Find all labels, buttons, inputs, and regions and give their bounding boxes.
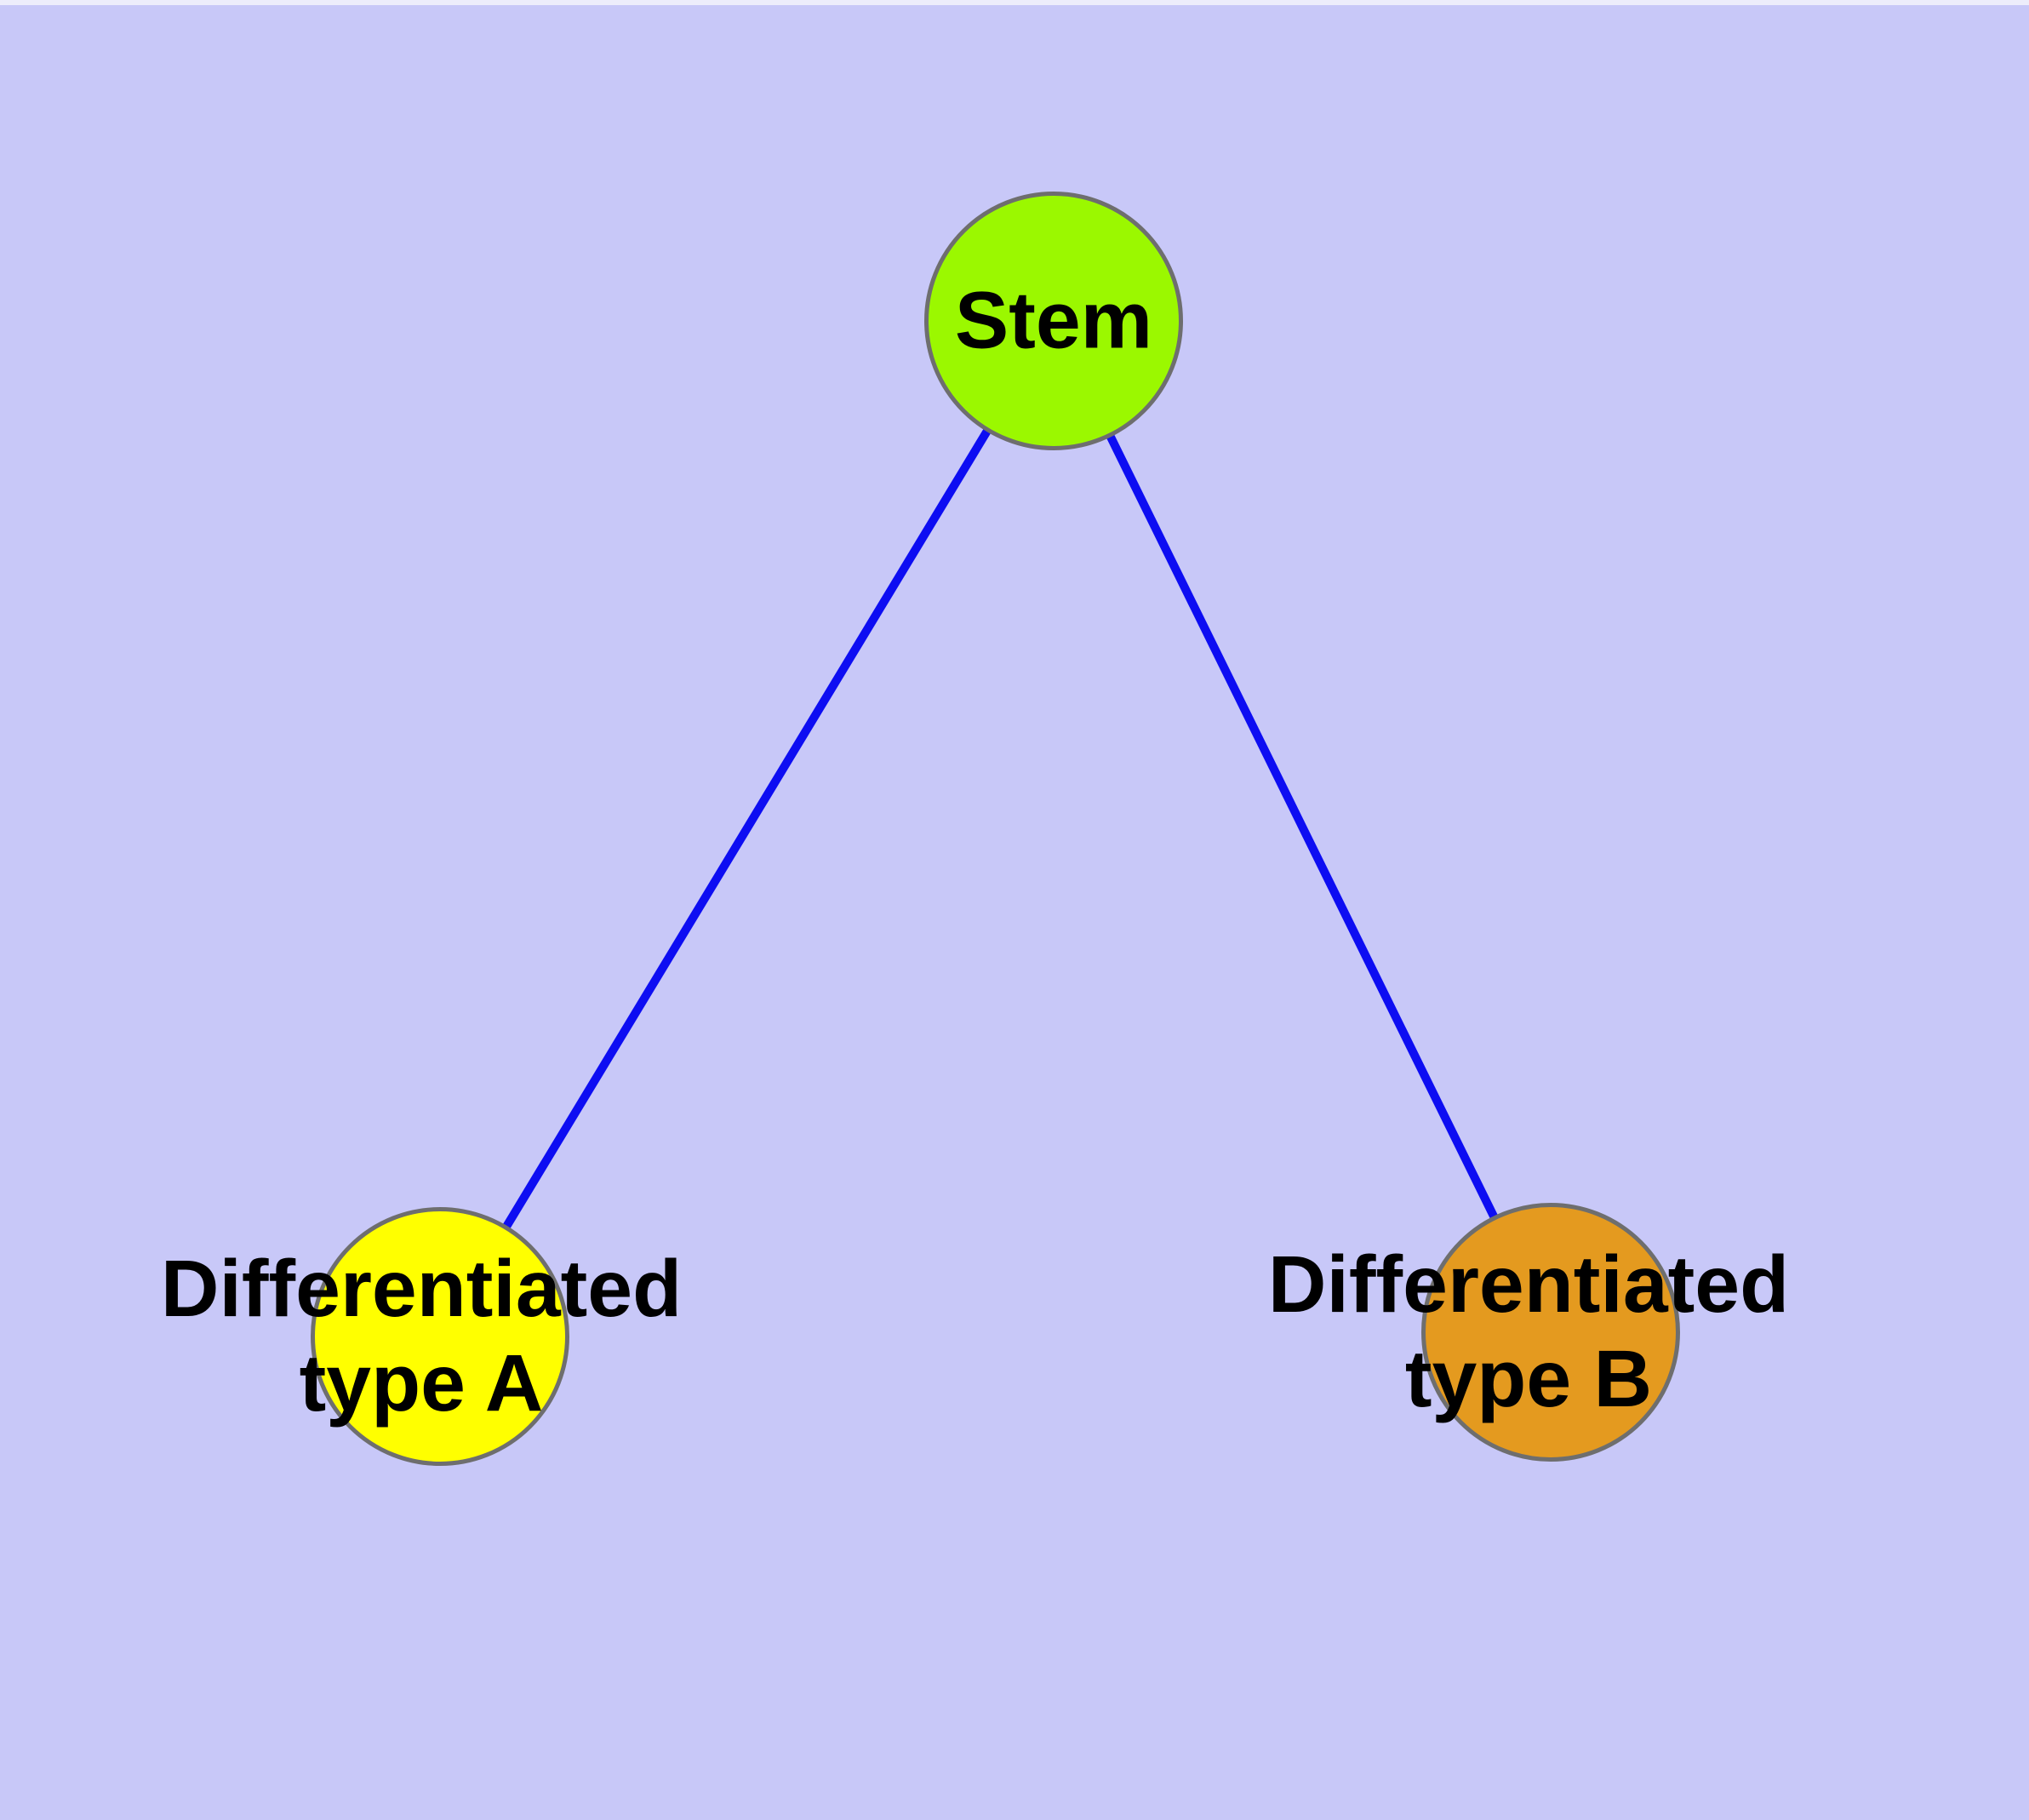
node-label-differentiated-type-b: Differentiated type B xyxy=(1267,1239,1790,1424)
node-label-stem: Stem xyxy=(954,275,1153,366)
canvas-top-edge xyxy=(0,0,2029,5)
edge-stem-to-type-a xyxy=(436,318,1058,1339)
node-stem xyxy=(924,192,1183,450)
node-label-differentiated-type-a: Differentiated type A xyxy=(160,1243,683,1428)
node-differentiated-type-a xyxy=(311,1207,569,1466)
edge-stem-to-type-b xyxy=(1049,318,1555,1335)
node-differentiated-type-b xyxy=(1421,1203,1680,1462)
